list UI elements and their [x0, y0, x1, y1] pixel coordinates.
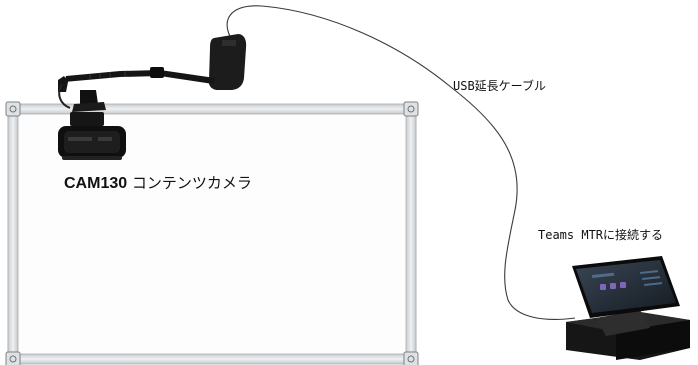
camera-mount-arm-icon [58, 34, 247, 112]
camera-description: コンテンツカメラ [131, 174, 252, 192]
content-camera-icon [58, 112, 126, 160]
teams-mtr-console-icon [566, 256, 690, 360]
teams-mtr-label: Teams MTRに接続する [538, 228, 664, 242]
usb-extension-cable [226, 5, 576, 320]
usb-cable-label: USB延長ケーブル [453, 79, 546, 93]
camera-model: CAM130 [64, 175, 128, 192]
camera-label: CAM130 コンテンツカメラ [64, 172, 252, 193]
